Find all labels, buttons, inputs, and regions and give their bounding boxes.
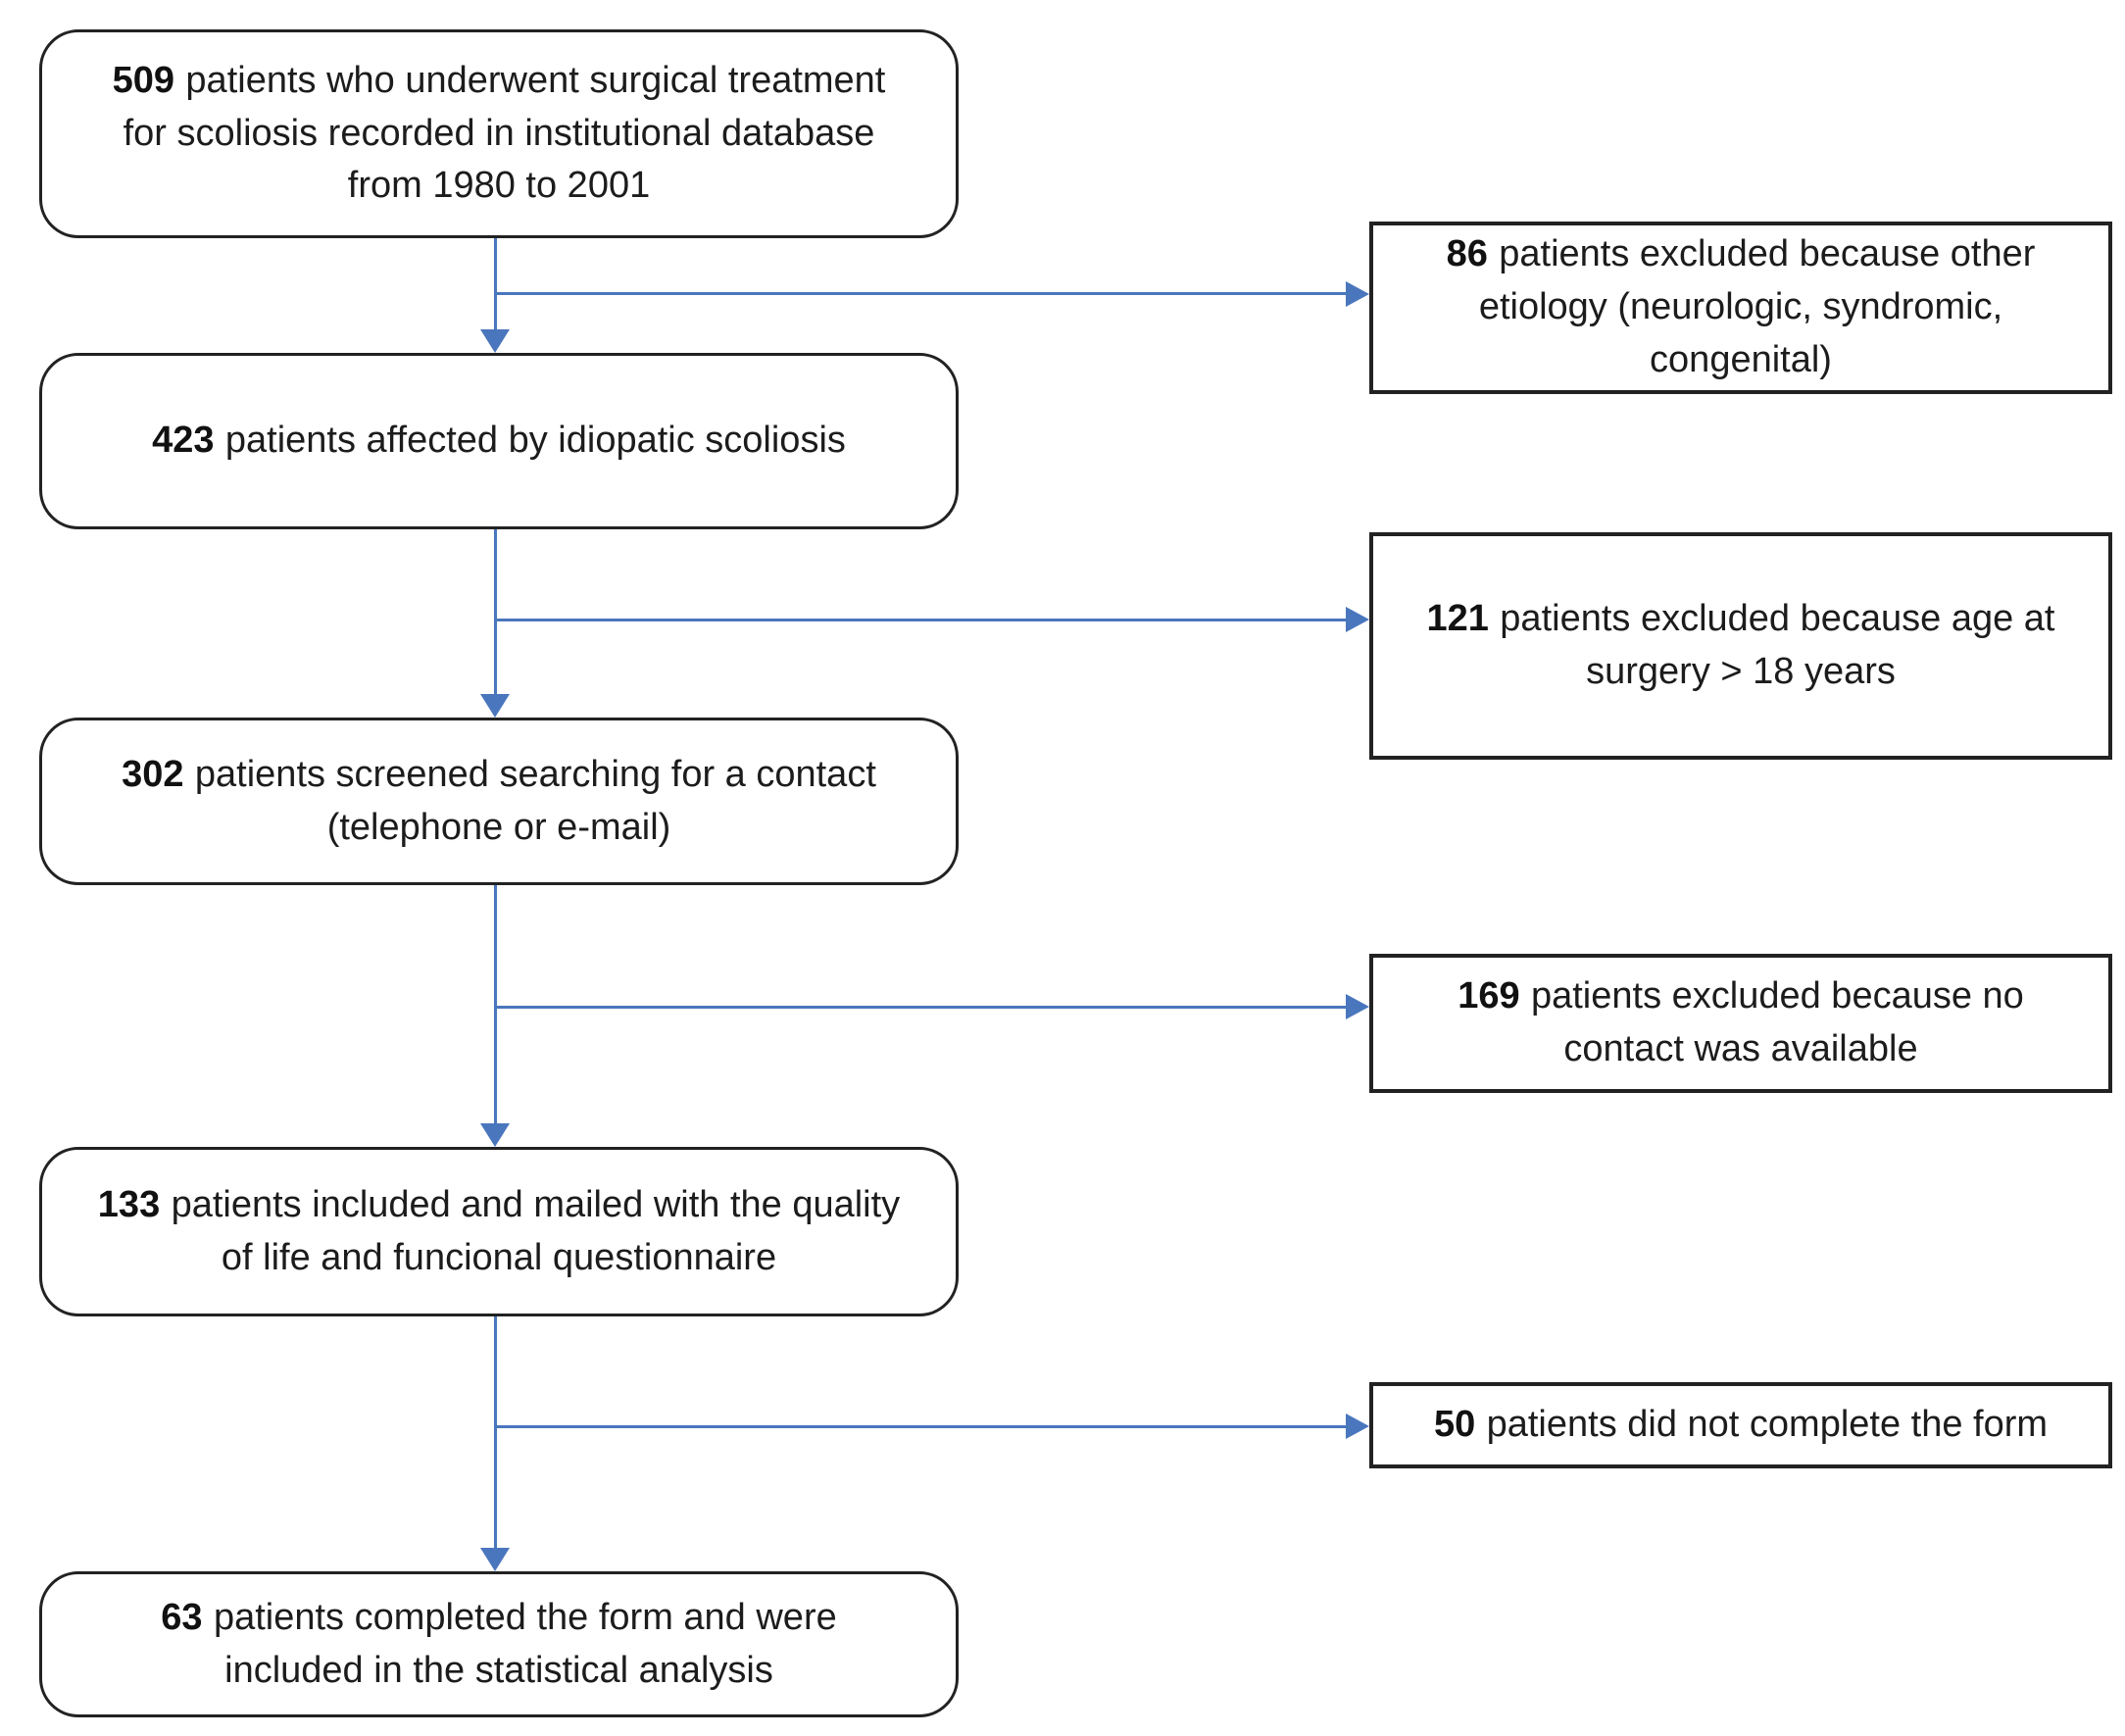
flow-node-text: 121 patients excluded because age at surg… [1403, 593, 2079, 699]
arrow-down-1-line [494, 238, 497, 329]
arrow-right-2-line [495, 619, 1346, 621]
arrowhead-right-icon [1346, 607, 1369, 632]
patient-count: 509 [112, 59, 175, 101]
arrow-right-3-line [495, 1006, 1346, 1009]
patient-count: 50 [1433, 1404, 1476, 1446]
arrow-down-2-line [494, 529, 497, 694]
flow-node-excluded-age: 121 patients excluded because age at surg… [1369, 532, 2112, 760]
patient-count: 169 [1458, 975, 1520, 1017]
arrow-right-1-line [495, 292, 1346, 295]
arrowhead-right-icon [1346, 994, 1369, 1019]
arrowhead-down-icon [480, 329, 510, 353]
arrowhead-down-icon [480, 1548, 510, 1571]
arrowhead-down-icon [480, 1123, 510, 1147]
arrowhead-down-icon [480, 694, 510, 718]
flow-node-label: patients completed the form and were inc… [213, 1596, 837, 1691]
patient-count: 63 [161, 1596, 203, 1638]
flow-node-label: patients excluded because age at surgery… [1500, 598, 2055, 692]
flow-node-label: patients included and mailed with the qu… [171, 1183, 901, 1278]
flow-node-label: patients excluded because other etiology… [1478, 233, 2036, 380]
patient-count: 121 [1426, 598, 1489, 640]
patient-count: 133 [97, 1183, 161, 1225]
arrow-down-4-line [494, 1316, 497, 1548]
arrow-down-3-line [494, 885, 497, 1123]
arrow-right-4-line [495, 1425, 1346, 1428]
arrowhead-right-icon [1346, 1414, 1369, 1439]
patient-count: 302 [122, 753, 184, 795]
flow-node-label: patients did not complete the form [1486, 1404, 2049, 1446]
patient-count: 423 [152, 420, 215, 462]
flow-node-label: patients who underwent surgical treatmen… [123, 59, 886, 207]
flow-node-label: patients excluded because no contact was… [1530, 975, 2024, 1069]
arrowhead-right-icon [1346, 281, 1369, 307]
flow-node-label: patients affected by idiopatic scoliosis [224, 420, 846, 462]
flow-node-label: patients screened searching for a contac… [194, 753, 876, 848]
patient-count: 86 [1446, 233, 1488, 275]
